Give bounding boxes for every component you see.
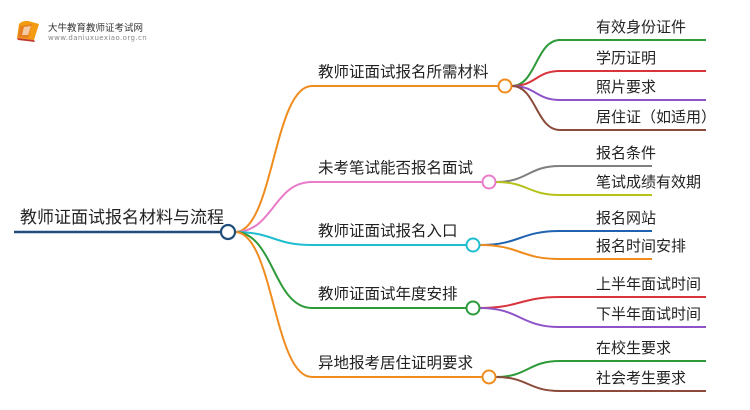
branch-node-label: 异地报考居住证明要求 <box>318 354 474 372</box>
leaf-node-label: 在校生要求 <box>596 339 672 357</box>
book-logo-icon <box>17 20 39 42</box>
leaf-connector <box>495 376 561 392</box>
site-logo: 大牛教育教师证考试网 www.daniuxuexiao.org.cn <box>14 18 174 48</box>
branch-node-label: 教师证面试报名所需材料 <box>318 63 489 81</box>
leaf-connector <box>479 244 561 260</box>
leaf-connector <box>495 360 561 378</box>
branch-node-label: 教师证面试报名入口 <box>318 222 458 240</box>
branch-node-circle <box>481 369 497 385</box>
branch-node-label: 教师证面试年度安排 <box>318 285 458 303</box>
leaf-node-label: 社会考生要求 <box>596 369 687 387</box>
leaf-node-label: 照片要求 <box>596 78 657 96</box>
leaf-node-label: 报名网站 <box>596 209 657 227</box>
root-node-circle <box>219 223 237 241</box>
root-node-label: 教师证面试报名材料与流程 <box>20 208 224 228</box>
branch-connector <box>234 231 313 378</box>
leaf-connector <box>479 296 561 309</box>
leaf-node-label: 笔试成绩有效期 <box>596 173 702 191</box>
leaf-connector <box>495 165 561 183</box>
leaf-node-label: 有效身份证件 <box>596 18 687 36</box>
leaf-connector <box>495 181 561 196</box>
branch-connector <box>234 231 313 246</box>
branch-connector <box>234 85 313 233</box>
leaf-node-label: 学历证明 <box>596 49 657 67</box>
leaf-node-label: 报名条件 <box>596 144 657 162</box>
branch-connector <box>234 231 313 309</box>
branch-node-circle <box>465 237 481 253</box>
branch-connector <box>234 181 313 233</box>
leaf-node-label: 上半年面试时间 <box>596 275 702 293</box>
leaf-node-label: 居住证（如适用） <box>596 108 717 126</box>
leaf-connector <box>511 85 561 131</box>
leaf-connector <box>479 230 561 246</box>
leaf-node-label: 报名时间安排 <box>596 237 687 255</box>
branch-node-circle <box>465 300 481 316</box>
logo-title: 大牛教育教师证考试网 <box>48 23 144 34</box>
branch-node-circle <box>481 174 497 190</box>
branch-node-circle <box>497 78 513 94</box>
leaf-connector <box>479 307 561 328</box>
logo-url: www.daniuxuexiao.org.cn <box>48 34 148 42</box>
branch-node-label: 未考笔试能否报名面试 <box>318 159 474 177</box>
leaf-node-label: 下半年面试时间 <box>596 305 702 323</box>
